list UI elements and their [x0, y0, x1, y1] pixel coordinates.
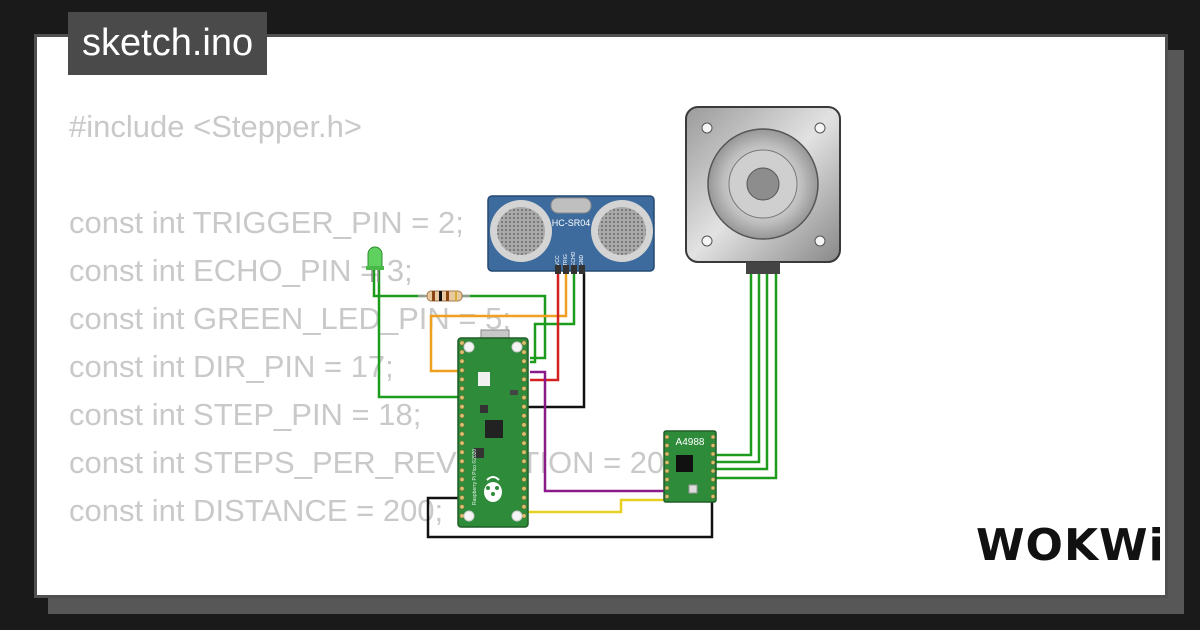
driver-pin[interactable] [710, 451, 716, 457]
pico-pin[interactable] [521, 449, 527, 455]
wire-dir-purple [530, 370, 668, 493]
pico-pin[interactable] [521, 385, 527, 391]
pico-pin[interactable] [521, 476, 527, 482]
driver-pin[interactable] [710, 494, 716, 499]
pico-pin[interactable] [459, 504, 465, 510]
driver-pin[interactable] [664, 468, 670, 474]
pico-pin[interactable] [459, 476, 465, 482]
code-line: const int GREEN_LED_PIN = 5; [69, 301, 511, 336]
code-line: const int TRIGGER_PIN = 2; [69, 205, 464, 240]
pico-pin[interactable] [521, 467, 527, 473]
pico-pin[interactable] [521, 486, 527, 492]
pico-pin[interactable] [459, 376, 465, 382]
pico-pin[interactable] [459, 404, 465, 410]
sensor-label: HC-SR04 [552, 218, 591, 228]
pico-label: Raspberry Pi Pico ©2020 [471, 449, 478, 505]
driver-pin[interactable] [664, 443, 670, 448]
stepper-motor-icon[interactable] [685, 106, 841, 274]
driver-pin[interactable] [710, 468, 716, 474]
wire-gnd-black [523, 272, 586, 409]
sensor-pin-trig: TRIG [563, 254, 569, 266]
pico-pin[interactable] [521, 349, 527, 355]
driver-pin[interactable] [664, 434, 670, 440]
driver-pin[interactable] [664, 451, 670, 457]
a4988-driver[interactable]: A4988 [663, 430, 717, 503]
pico-pin[interactable] [459, 340, 465, 346]
code-line: const int STEP_PIN = 18; [69, 397, 422, 432]
pico-pin[interactable] [521, 395, 527, 401]
driver-pin[interactable] [710, 460, 716, 465]
driver-pin[interactable] [664, 460, 670, 465]
led-icon[interactable] [366, 246, 384, 282]
pico-pin[interactable] [521, 404, 527, 410]
pico-pin[interactable] [459, 358, 465, 364]
wire-vcc-red [530, 272, 560, 382]
driver-pin[interactable] [664, 477, 670, 482]
pico-pin[interactable] [459, 486, 465, 492]
wire-stepper-green-3 [716, 270, 769, 471]
resistor-icon[interactable] [418, 290, 470, 302]
pico-pin[interactable] [459, 385, 465, 391]
preview-card: #include <Stepper.h> const int TRIGGER_P… [34, 34, 1168, 598]
pico-pin[interactable] [459, 395, 465, 401]
ultrasonic-sensor[interactable]: HC-SR04 VCC TRIG ECHO GND [487, 195, 655, 274]
pico-pin[interactable] [521, 504, 527, 510]
wire-trig-orange [429, 272, 568, 373]
pico-board[interactable]: Raspberry Pi Pico ©2020 [457, 329, 529, 528]
pico-pins-left [459, 340, 465, 519]
wire-led-resistor [372, 270, 425, 298]
wire-resistor-pico [462, 294, 547, 360]
pico-pin[interactable] [459, 367, 465, 373]
sensor-pin-gnd: GND [579, 255, 585, 267]
wire-led-green [377, 268, 462, 399]
driver-pin[interactable] [664, 494, 670, 499]
pico-pin[interactable] [459, 431, 465, 437]
wire-stepper-green-2 [716, 270, 761, 464]
pico-pin[interactable] [459, 349, 465, 355]
wire-echo-green [530, 272, 576, 364]
pico-pin[interactable] [459, 449, 465, 455]
pico-pin[interactable] [521, 440, 527, 446]
wires [372, 268, 778, 539]
wokwi-logo: WOKWi [976, 520, 1165, 571]
pico-pin[interactable] [521, 413, 527, 419]
pico-pin[interactable] [521, 376, 527, 382]
driver-pin[interactable] [710, 443, 716, 448]
pico-pin[interactable] [459, 413, 465, 419]
code-line: const int DISTANCE = 200; [69, 493, 444, 528]
pico-pin[interactable] [521, 495, 527, 501]
wire-stepper-green-4 [716, 270, 778, 480]
pico-pin[interactable] [521, 458, 527, 464]
pico-pin[interactable] [521, 340, 527, 346]
driver-label: A4988 [676, 437, 705, 448]
pico-pins-right [521, 340, 527, 519]
wire-step-yellow [524, 498, 668, 514]
pico-pin[interactable] [521, 367, 527, 373]
driver-pin[interactable] [710, 485, 716, 491]
raspberry-logo-icon [484, 476, 502, 502]
pico-pin[interactable] [459, 458, 465, 464]
driver-pins [664, 434, 716, 499]
code-block: #include <Stepper.h> const int TRIGGER_P… [69, 103, 1027, 595]
pico-pin[interactable] [521, 431, 527, 437]
code-line: const int ECHO_PIN = 3; [69, 253, 413, 288]
driver-pin[interactable] [664, 485, 670, 491]
tab-sketch[interactable]: sketch.ino [68, 12, 268, 75]
driver-pin[interactable] [710, 477, 716, 482]
driver-pin[interactable] [710, 434, 716, 440]
pico-pin[interactable] [459, 467, 465, 473]
pico-pin[interactable] [521, 358, 527, 364]
pico-pin[interactable] [459, 422, 465, 428]
wire-stepper-green-1 [716, 270, 753, 457]
wire-ground-loop [426, 496, 714, 539]
code-line: Stepper stepper(STEPS_PER_REVOLUTION, DI… [69, 583, 1027, 595]
pico-pin[interactable] [459, 440, 465, 446]
sensor-pin-vcc: VCC [555, 255, 561, 266]
pico-pin[interactable] [459, 495, 465, 501]
code-line: #include <Stepper.h> [69, 109, 363, 144]
pico-pin[interactable] [521, 422, 527, 428]
code-line: const int DIR_PIN = 17; [69, 349, 394, 384]
sensor-pin-echo: ECHO [571, 251, 577, 266]
